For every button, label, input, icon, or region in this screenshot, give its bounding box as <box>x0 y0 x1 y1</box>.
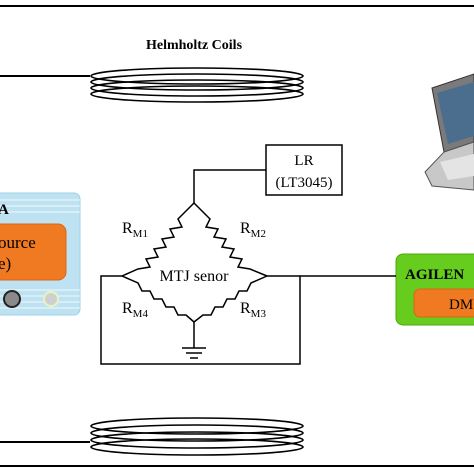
agilent-dm-button[interactable]: DM <box>413 288 474 318</box>
ground-icon <box>182 347 206 359</box>
source-button-line1: ource <box>0 233 36 252</box>
outer-frame <box>0 5 474 467</box>
agilent-dm-label: DM <box>449 297 473 313</box>
source-panel-header: A <box>0 202 9 218</box>
agilent-header: AGILEN <box>405 267 464 283</box>
source-button[interactable]: ource e) <box>0 223 67 281</box>
laptop-icon <box>424 73 474 191</box>
resistor-rm1 <box>121 202 195 277</box>
resistor-label-rm1: RM1 <box>122 220 148 240</box>
resistor-label-rm3: RM3 <box>240 300 266 320</box>
source-terminal-light[interactable] <box>43 291 59 307</box>
helmholtz-coil-top <box>90 67 304 103</box>
resistor-label-rm2: RM2 <box>240 220 266 240</box>
helmholtz-coil-bottom <box>90 417 304 456</box>
circuit-wires <box>100 169 396 365</box>
resistor-label-rm4: RM4 <box>122 300 148 320</box>
coils-title: Helmholtz Coils <box>146 38 243 53</box>
resistor-rm4 <box>121 275 195 323</box>
resistor-rm3 <box>193 275 268 323</box>
resistor-rm2 <box>193 202 268 277</box>
mtj-sensor-label: MTJ senor <box>160 268 230 285</box>
regulator-label: LR <box>294 153 313 169</box>
source-terminal-dark[interactable] <box>3 290 21 308</box>
source-button-line2: e) <box>0 254 11 273</box>
regulator-part: (LT3045) <box>276 175 333 191</box>
regulator-box: LR (LT3045) <box>265 144 343 196</box>
